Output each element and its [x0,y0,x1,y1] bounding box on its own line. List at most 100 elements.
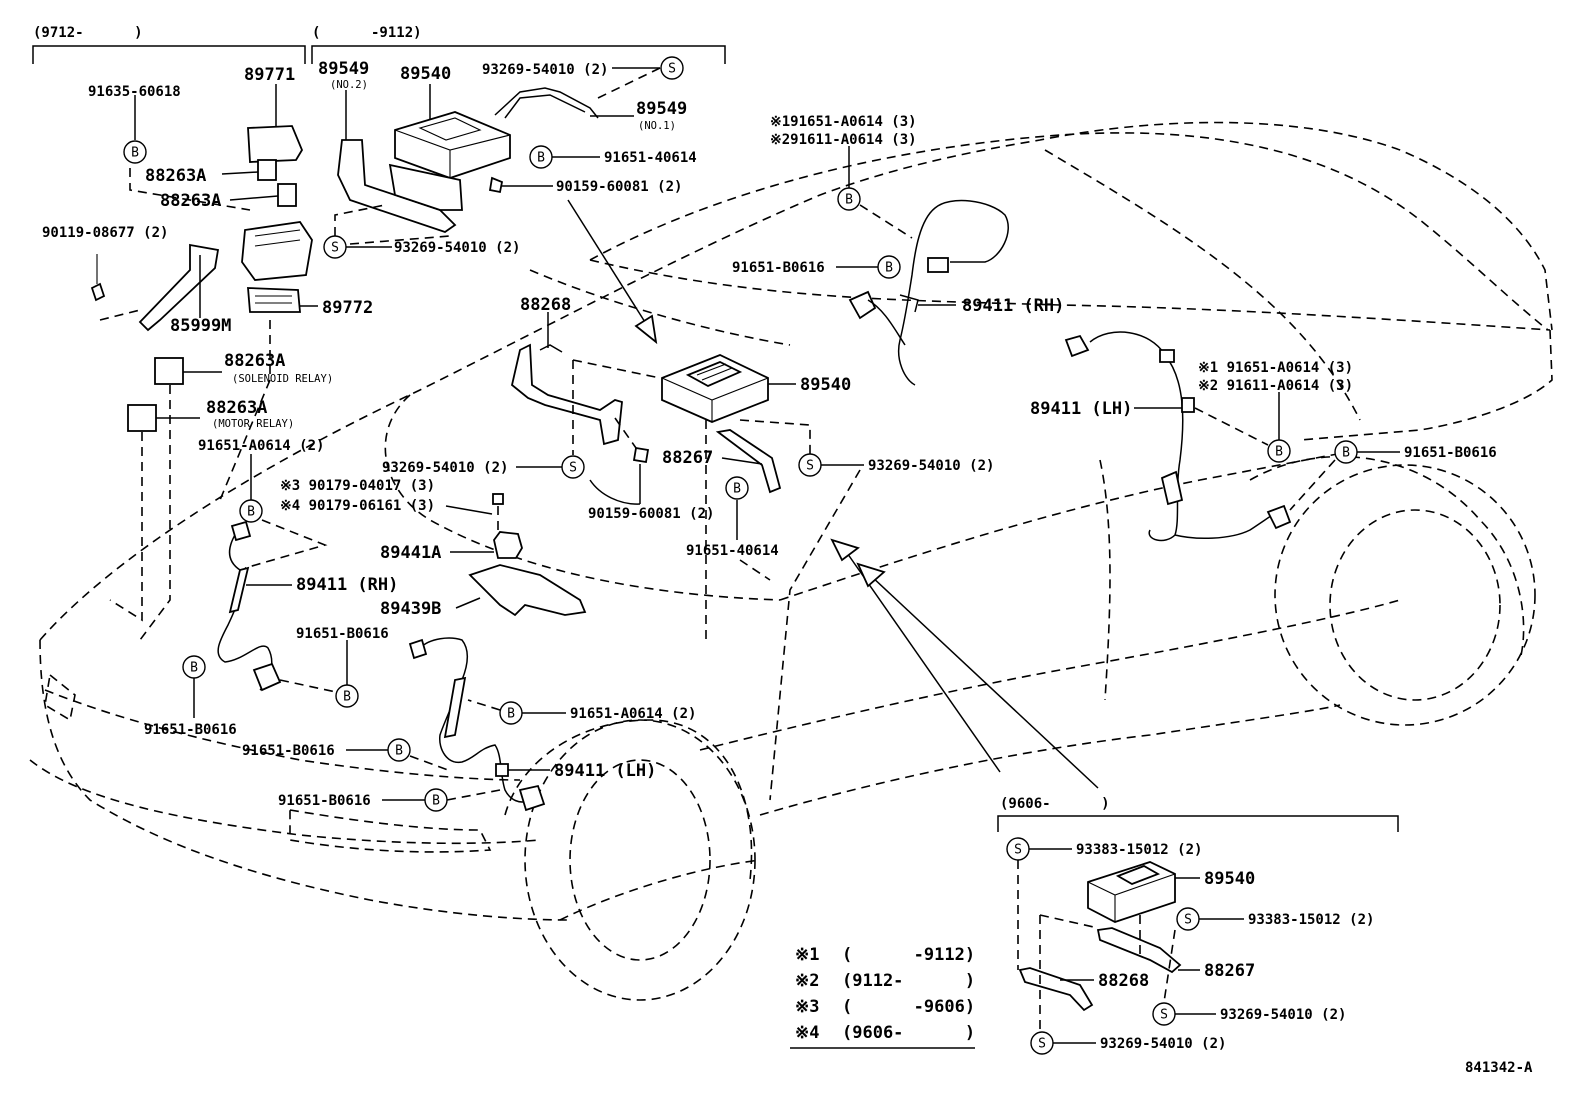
center-bolt-icon [725,476,749,500]
guide-front-lh-2 [409,755,449,771]
leader-90159-curve [589,479,641,505]
rocker [759,704,1341,816]
guide-rear-lh-1 [1194,407,1269,446]
actuator-89441a [493,531,523,559]
legend-mark-2: ※2 [795,971,819,991]
rear-rh-bolt-label-2: B [885,261,893,276]
note-rear-rh-1: ※191651-A0614 (3) [770,114,917,130]
actuator-top-nut [492,493,504,505]
lamp-left [44,673,76,722]
bracket-89549-lower [388,163,463,211]
relay-small-1 [257,159,277,181]
label-front-rh-91651-b0616-a: 91651-B0616 [296,626,389,642]
left-guide-4 [139,385,171,641]
relay-small-2 [277,183,297,207]
top-guide-2 [334,204,386,236]
box-screw-label-4: S [1038,1037,1046,1052]
note-solenoid-relay: (SOLENOID RELAY) [232,373,333,385]
bracket-88268-tab [539,344,563,353]
bolt-b-label: B [131,146,139,161]
guide-front-lh-1 [467,699,501,711]
relay-box-cover [247,125,304,163]
screw-s-label-bot: S [331,241,339,256]
note-90179-04017: ※3 90179-04017 (3) [280,478,435,494]
label-89441a: 89441A [380,543,441,563]
body-side-front [559,859,761,921]
rear-lh-sensor-head [1266,504,1292,530]
ecu-center-face [661,377,769,422]
box-guide-3 [1039,914,1099,929]
door-line-1 [699,599,1401,751]
nut-90159-center [632,446,650,464]
guide-rear-rh-1 [859,204,913,239]
front-rh-bolt-label-1: B [247,505,255,520]
box-screw-label-2: S [1184,913,1192,928]
label-88268-center: 88268 [520,295,571,315]
leader-88263a-1 [221,171,259,175]
ecu-top-face [394,129,511,178]
screw-s-label-top: S [668,62,676,77]
bracket-9112 [311,45,726,64]
front-wheel-arch [504,719,753,881]
front-lh-bolt-label-2: B [395,744,403,759]
label-90159-60081-top: 90159-60081 (2) [556,179,682,195]
label-front-rh-91651-b0616-b: 91651-B0616 [144,722,237,738]
note-rear-rh-2: ※291611-A0614 (3) [770,132,917,148]
rear-lh-sensor: B B ※1 91651-A0614 (3) ※2 91611-A0614 (3… [1030,331,1497,542]
relay-box-body [241,221,313,281]
group-label-9112: ( -9112) [312,25,422,41]
leader-note-90179 [445,505,493,515]
legend-range-3: ( -9606) [842,997,975,1017]
front-rh-connector [230,520,252,542]
front-rh-bolt-label-2: B [190,661,198,676]
label-89772: 89772 [322,298,373,318]
center-screw-label-2: S [806,459,814,474]
front-rh-bolt-label-3: B [343,690,351,705]
label-89771: 89771 [244,65,295,85]
label-88263a-1: 88263A [145,166,206,186]
bracket-88268-box [1018,967,1094,1012]
hood-front [384,394,781,601]
label-88263a-2: 88263A [160,191,221,211]
group-label-9606: (9606- ) [1000,796,1110,812]
label-88267-center: 88267 [662,448,713,468]
label-90119-08677: 90119-08677 (2) [42,225,168,241]
plate-89772-grid [255,295,292,304]
label-89540-center: 89540 [800,375,851,395]
arrow-head-1 [634,314,658,345]
roof-inner [1044,149,1361,421]
box-9606-module: S S S S 93383-15012 (2) 89540 93383-1501… [1006,837,1374,1055]
bumper-line [29,759,541,845]
center-screw-label-1: S [569,461,577,476]
ecu-89540-box [1087,861,1176,923]
front-lh-sensor: B B B 91651-A0614 (2) 91651-B0616 89411 … [242,637,696,812]
rear-rh-sensor-head [848,290,877,320]
rear-rh-clip [899,294,919,313]
bracket-9606 [997,815,1399,832]
bracket-89439b [468,564,587,617]
label-box-89540: 89540 [1204,869,1255,889]
ecu-89540-top [394,111,511,179]
guide-front-rh-2 [279,679,337,693]
front-wheel-outer [524,719,756,1001]
label-rear-rh-91651-b0616: 91651-B0616 [732,260,825,276]
windshield-lower [589,259,1551,331]
relay-box-detail [254,229,301,247]
rear-lh-connector [1064,334,1090,358]
left-guide-5 [109,432,143,622]
label-box-93383-15012-a: 93383-15012 (2) [1076,842,1202,858]
label-box-88268: 88268 [1098,971,1149,991]
legend-range-1: ( -9112) [842,945,975,965]
rear-rh-connector [927,257,949,273]
ecu-box-face [1087,873,1176,922]
label-89549-no1: 89549 [636,99,687,119]
plate-89772 [247,287,301,313]
top-module: S B S 89549 (NO.2) 89540 93269-54010 (2)… [318,56,697,259]
ecu-center-screen [685,361,743,388]
label-89411-rh-rear: 89411 (RH) [962,296,1064,316]
label-rear-lh-91651-b0616: 91651-B0616 [1404,445,1497,461]
note-no2: (NO.2) [330,79,368,91]
label-91651-40614-top: 91651-40614 [604,150,697,166]
front-rh-sensor-head [252,662,282,692]
